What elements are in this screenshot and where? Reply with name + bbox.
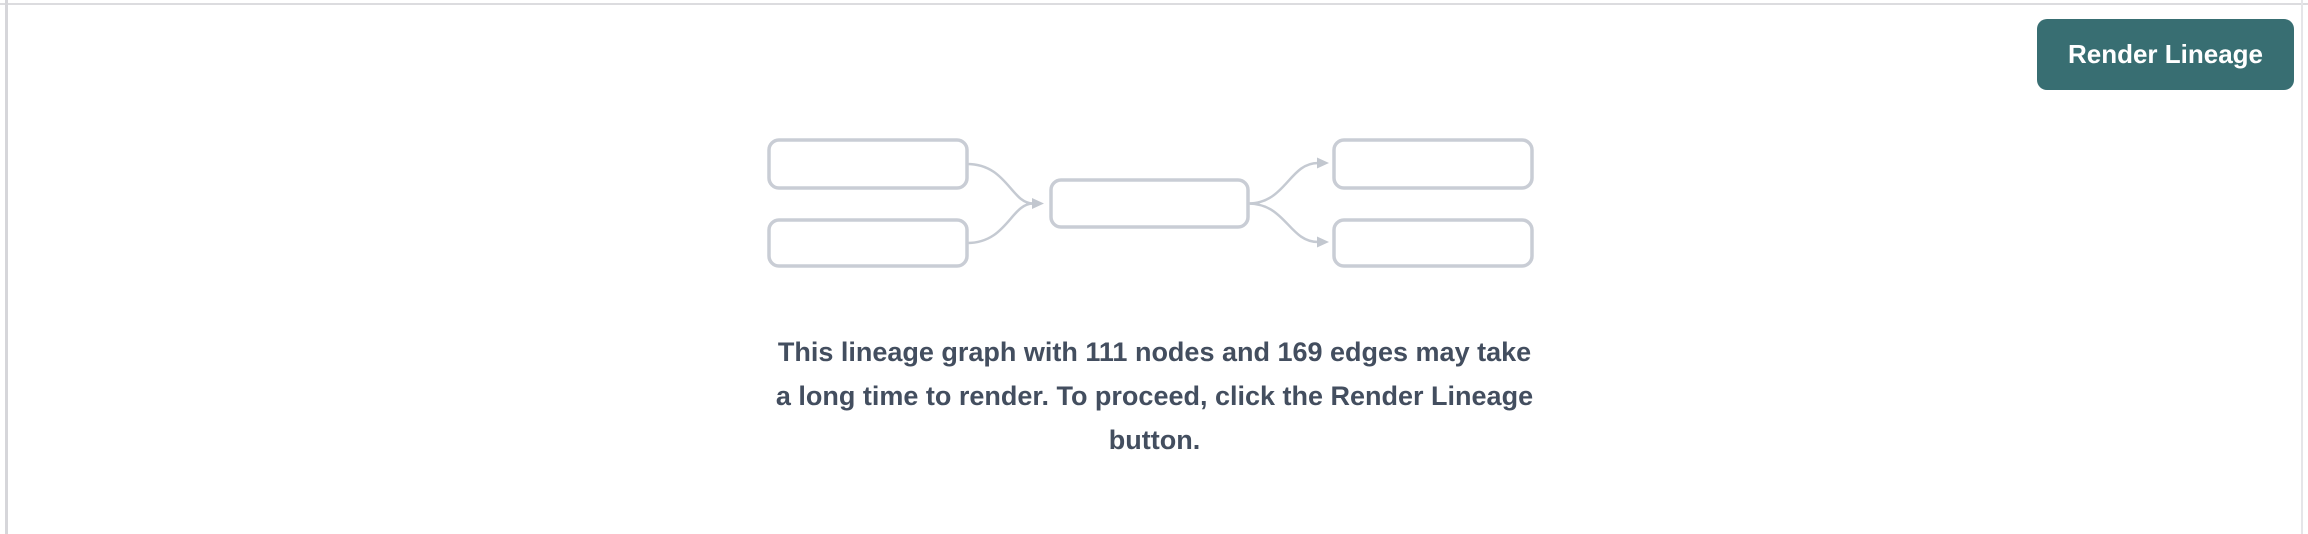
message-line: button. [1108, 425, 1201, 455]
top-divider [0, 3, 2308, 5]
placeholder-node [1048, 178, 1250, 229]
placeholder-node [1331, 138, 1534, 190]
placeholder-node [1331, 218, 1534, 268]
placeholder-edge [1247, 157, 1329, 205]
lineage-placeholder-content: This lineage graph with 111 nodes and 16… [8, 0, 2301, 462]
lineage-warning-message: This lineage graph with 111 nodes and 16… [776, 330, 1533, 462]
lineage-placeholder-graphic [766, 138, 1534, 268]
message-line: This lineage graph with 111 nodes and 16… [777, 337, 1532, 367]
placeholder-edge [1247, 202, 1329, 248]
render-lineage-button[interactable]: Render Lineage [2037, 19, 2294, 90]
placeholder-node [766, 138, 969, 190]
message-line: a long time to render. To proceed, click… [775, 381, 1534, 411]
right-divider [2301, 0, 2303, 534]
placeholder-edge [966, 162, 1033, 205]
left-divider [5, 0, 8, 534]
placeholder-edge [966, 198, 1044, 245]
placeholder-node [766, 218, 969, 268]
